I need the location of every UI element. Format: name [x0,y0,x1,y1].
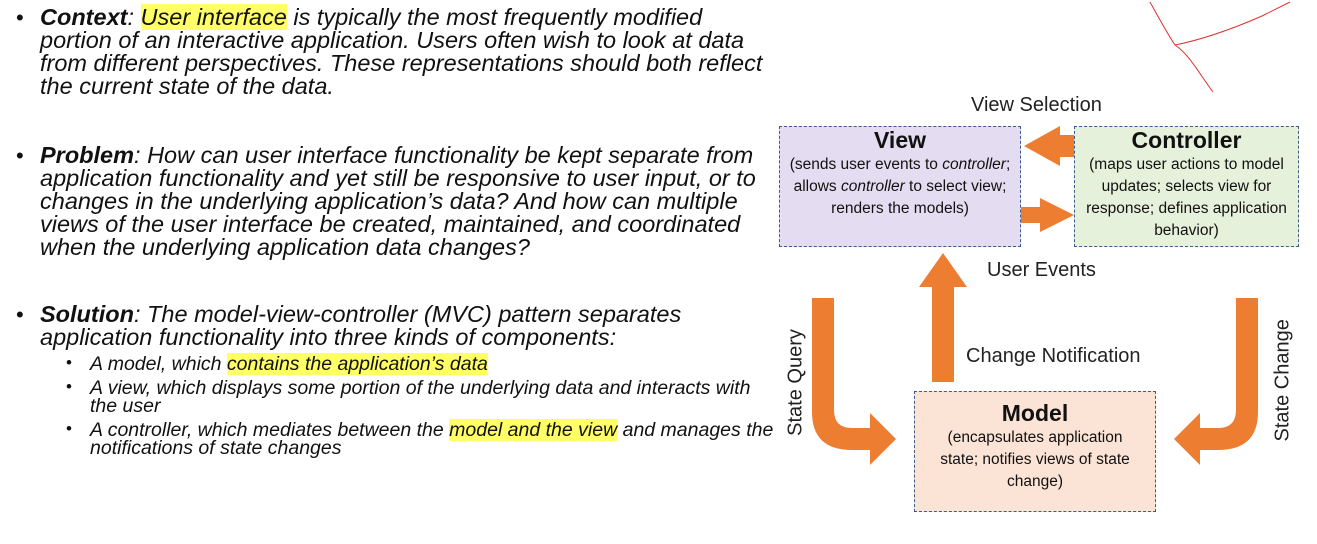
sub-bullet-dot: • [66,419,72,438]
item-text: A model, which [90,353,227,375]
pen-annotation [1149,1,1291,93]
arrow-state-change [1174,298,1258,465]
item-highlight: contains the application’s data [226,353,488,375]
context-highlight: User interface [140,4,287,30]
model-description: (encapsulates application state; notifie… [940,429,1130,490]
label-view-selection: View Selection [971,94,1102,116]
arrow-view-selection [1024,126,1074,166]
bullet-list: • Context: User interface is typically t… [10,4,780,459]
model-title: Model [1001,400,1069,426]
bullet-dot: • [16,5,24,30]
label-state-query: State Query [784,329,807,436]
bullet-context: • Context: User interface is typically t… [10,4,780,99]
bullet-problem: • Problem: How can user interface functi… [10,142,780,260]
context-colon: : [127,4,135,30]
label-state-change: State Change [1271,319,1294,442]
context-label: Context [40,4,128,30]
view-title: View [874,127,926,153]
solution-text: : The model-view-controller (MVC) patter… [40,301,682,350]
solution-item-model: • A model, which contains the applicatio… [10,353,780,375]
context-text: is typically the most frequently modifie… [40,4,763,99]
bullet-dot: • [16,143,24,168]
arrow-state-query [812,298,896,465]
sub-bullet-dot: • [66,353,72,372]
solution-label: Solution [40,301,134,327]
sub-bullet-dot: • [66,377,72,396]
item-text: A controller, which mediates between the [90,419,450,441]
problem-text: : How can user interface functionality b… [40,142,756,260]
bullet-dot: • [16,302,24,327]
item-text: and manages the notifications of state c… [90,419,774,459]
item-highlight: model and the view [449,419,618,441]
controller-title: Controller [1131,127,1242,153]
controller-box: Controller (maps user actions to model u… [1074,126,1299,247]
problem-label: Problem [40,142,135,168]
view-box: View (sends user events to controller; a… [779,126,1021,247]
model-box: Model (encapsulates application state; n… [914,391,1156,512]
arrow-change-notification [919,253,967,382]
view-description: (sends user events to controller; allows… [789,156,1011,217]
bullet-solution: • Solution: The model-view-controller (M… [10,301,780,350]
solution-item-view: • A view, which displays some portion of… [10,377,780,417]
label-user-events: User Events [987,259,1096,281]
item-text: A view, which displays some portion of t… [90,377,751,417]
controller-description: (maps user actions to model updates; sel… [1086,156,1287,239]
arrow-view-to-controller [1021,198,1074,232]
solution-item-controller: • A controller, which mediates between t… [10,419,780,459]
label-change-notification: Change Notification [966,345,1141,367]
